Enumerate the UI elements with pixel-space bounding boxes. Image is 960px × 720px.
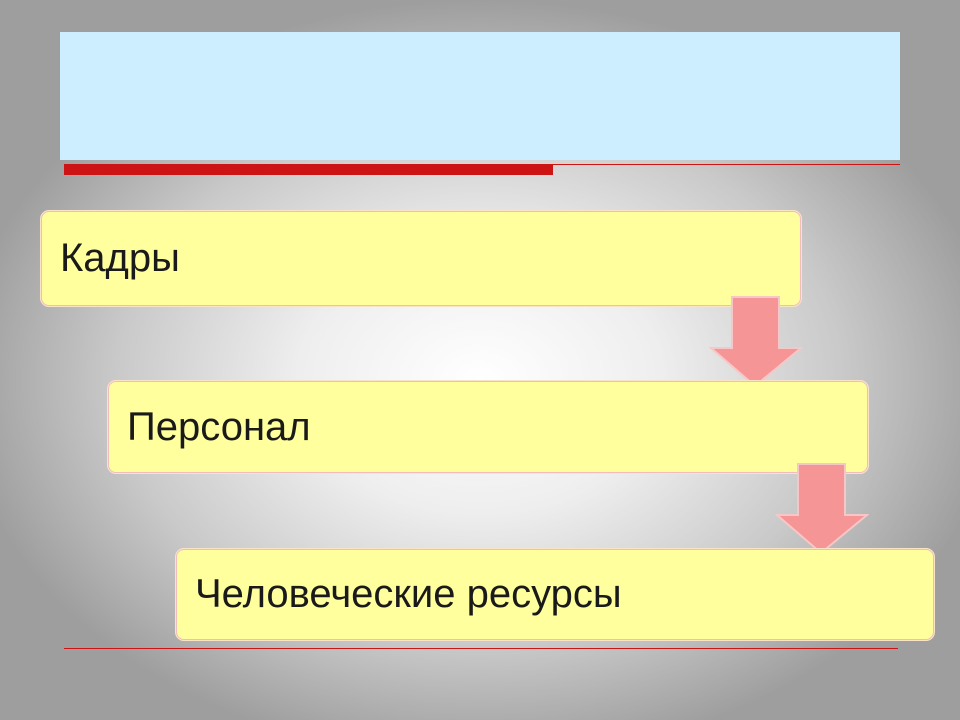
step-label: Кадры — [60, 236, 180, 280]
step-label: Человеческие ресурсы — [195, 572, 622, 616]
accent-bar — [64, 164, 553, 175]
accent-line-top — [553, 164, 900, 165]
step-label: Персонал — [127, 404, 311, 449]
down-arrow-icon — [709, 296, 803, 388]
down-arrow-icon — [775, 463, 869, 555]
step-box-personal: Персонал — [108, 381, 868, 473]
step-box-human-resources: Человеческие ресурсы — [176, 549, 934, 640]
accent-line-bottom — [64, 648, 898, 649]
step-box-kadry: Кадры — [41, 211, 801, 306]
title-placeholder — [60, 32, 900, 160]
